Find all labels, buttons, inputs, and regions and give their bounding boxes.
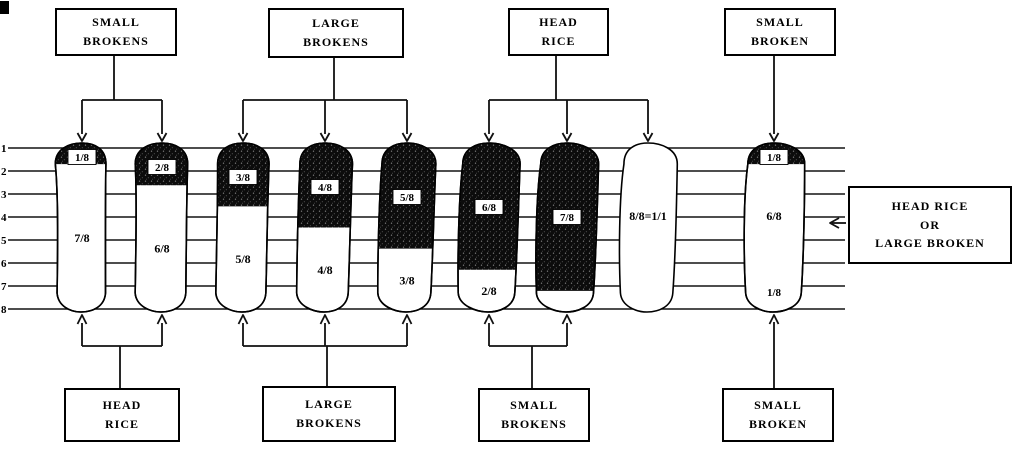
broken-fraction-label: 3/8 bbox=[236, 172, 251, 184]
label-box-large-brokens-top: LARGE BROKENS bbox=[268, 8, 404, 58]
broken-fraction-label: 7/8 bbox=[560, 212, 575, 224]
label-box-head-rice-or-large-broken-side: HEAD RICE OR LARGE BROKEN bbox=[848, 186, 1012, 264]
grain-3: 3/8 5/8 bbox=[215, 142, 270, 313]
label-box-small-broken-top: SMALL BROKEN bbox=[724, 8, 836, 56]
scale-line-number: 5 bbox=[1, 235, 7, 247]
scan-artifact bbox=[0, 1, 9, 14]
head-fraction-label: 3/8 bbox=[399, 273, 414, 287]
head-fraction-label: 4/8 bbox=[317, 263, 332, 277]
broken-fraction-tag bbox=[147, 159, 177, 175]
label-box-small-brokens-bottom: SMALL BROKENS bbox=[478, 388, 590, 442]
broken-fraction-tag bbox=[759, 149, 789, 165]
grain-outline bbox=[618, 142, 679, 313]
grain-2: 2/8 6/8 bbox=[134, 142, 189, 313]
broken-fraction-label: 5/8 bbox=[400, 192, 415, 204]
head-fraction-label: 6/8 bbox=[154, 242, 169, 256]
grain-outline bbox=[54, 142, 107, 313]
scale-line-number: 8 bbox=[1, 304, 7, 316]
grain-4: 4/8 4/8 bbox=[295, 142, 354, 313]
label-box-small-brokens-top: SMALL BROKENS bbox=[55, 8, 177, 56]
pointer-lines bbox=[76, 52, 846, 388]
label-box-head-rice-bottom: HEAD RICE bbox=[64, 388, 180, 442]
scale-line-number: 3 bbox=[1, 189, 7, 201]
broken-fraction-label: 1/8 bbox=[75, 152, 90, 164]
label-box-small-broken-bottom: SMALL BROKEN bbox=[722, 388, 834, 442]
grain-1: 1/8 7/8 bbox=[54, 142, 107, 313]
broken-fraction-tag bbox=[474, 199, 504, 215]
broken-fraction-label: 2/8 bbox=[155, 162, 170, 174]
broken-fraction-tag bbox=[228, 169, 258, 185]
head-fraction-label: 8/8=1/1 bbox=[629, 209, 667, 223]
broken-fraction-label: 6/8 bbox=[482, 202, 497, 214]
head-fraction-label: 6/8 bbox=[766, 209, 781, 223]
grain-6: 6/8 2/8 bbox=[457, 142, 521, 313]
grain-8: 8/8=1/1 bbox=[618, 142, 679, 313]
broken-fraction-tag bbox=[310, 179, 340, 195]
broken-fraction-tag bbox=[392, 189, 422, 205]
bottom-fraction-label: 1/8 bbox=[767, 287, 782, 299]
broken-fraction-tag bbox=[67, 149, 97, 165]
scale-line-number: 2 bbox=[1, 166, 7, 178]
head-fraction-label: 2/8 bbox=[481, 284, 496, 298]
scale-line-number: 1 bbox=[1, 143, 7, 155]
scale-line-number: 7 bbox=[1, 281, 7, 293]
head-fraction-label: 7/8 bbox=[74, 231, 89, 245]
grain-7: 7/8 bbox=[535, 142, 600, 313]
scale-line-number: 4 bbox=[1, 212, 7, 224]
head-fraction-label: 5/8 bbox=[235, 252, 250, 266]
grain-9: 1/8 6/8 1/8 bbox=[743, 142, 806, 313]
label-box-large-brokens-bottom: LARGE BROKENS bbox=[262, 386, 396, 442]
broken-fraction-tag bbox=[552, 209, 582, 225]
label-box-head-rice-top: HEAD RICE bbox=[508, 8, 609, 56]
grain-5: 5/8 3/8 bbox=[376, 142, 437, 313]
broken-fraction-label: 1/8 bbox=[767, 152, 782, 164]
scale-line-number: 6 bbox=[1, 258, 7, 270]
broken-fraction-label: 4/8 bbox=[318, 182, 333, 194]
scale-line-numbers: 1 2 3 4 5 6 7 8 bbox=[1, 143, 7, 316]
